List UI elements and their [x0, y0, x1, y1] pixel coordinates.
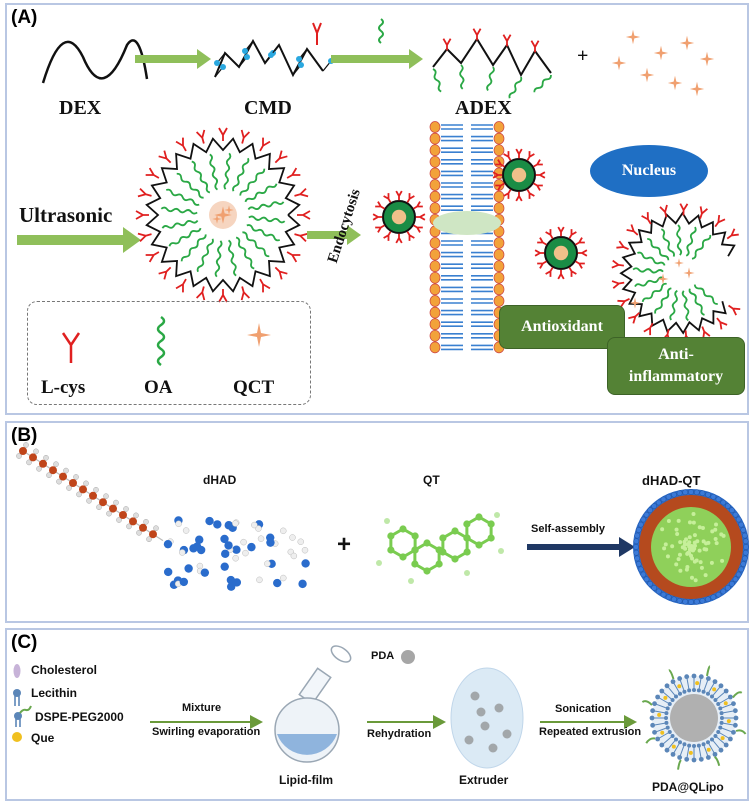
lipid-film-flask [274, 645, 352, 763]
legend-cholesterol: Cholesterol [31, 663, 98, 677]
rehydration-label: Rehydration [367, 728, 432, 740]
anti-inflammatory-line2: inflammatory [628, 368, 724, 385]
pda-icon [401, 650, 415, 664]
qt-molecule [376, 512, 504, 584]
antioxidant-box: Antioxidant [499, 305, 625, 349]
broken-micelle [611, 203, 741, 343]
panel-a: (A) DEX CMD ADEX + Ultrason [5, 3, 749, 415]
cmd-label: CMD [244, 97, 292, 119]
repeated-extrusion-label: Repeated extrusion [539, 726, 642, 738]
anti-inflammatory-box: Anti- inflammatory [607, 337, 745, 395]
panel-c-drawing [12, 645, 747, 770]
panel-b-label: (B) [11, 425, 38, 446]
qct-stars [611, 29, 715, 97]
dspe-peg-icon [14, 705, 32, 727]
mixture-label: Mixture [182, 702, 222, 714]
plus-sign-b: + [337, 531, 352, 558]
que-icon [12, 732, 22, 742]
arrow-dex-cmd [135, 49, 211, 69]
lecithin-icon [13, 689, 21, 706]
qt-label: QT [423, 473, 440, 487]
plus-sign: + [577, 45, 589, 67]
legend-oa-icon [156, 315, 166, 367]
dex-label: DEX [59, 97, 102, 119]
cys-icon-floating [312, 22, 322, 45]
self-assembly-arrow [527, 537, 635, 557]
panel-b: (B) dHAD QT dHAD-QT + Self-assembly [5, 421, 749, 623]
dhad-qt-label: dHAD-QT [642, 473, 701, 488]
oa-icon-floating [378, 18, 384, 44]
ultrasonic-label: Ultrasonic [19, 203, 113, 227]
arrow-mixture [150, 715, 263, 729]
arrow-sonication [540, 715, 637, 729]
extruder-label: Extruder [459, 773, 509, 787]
arrow-to-membrane [307, 225, 361, 245]
pda-label: PDA [371, 650, 395, 662]
anti-inflammatory-line1: Anti- [658, 346, 694, 363]
arrow-rehydration [367, 715, 446, 729]
big-micelle [135, 127, 311, 303]
arrow-ultrasonic [17, 227, 141, 253]
legend-qct-icon [247, 323, 271, 347]
pda-qlipo-liposome [641, 665, 747, 770]
swirling-evaporation-label: Swirling evaporation [152, 726, 261, 738]
arrow-cmd-adex [331, 49, 423, 69]
panel-a-label: (A) [11, 7, 38, 28]
legend-cys-icon [61, 332, 81, 363]
self-assembly-label: Self-assembly [531, 523, 605, 535]
cell-membrane [429, 121, 505, 354]
small-micelles [372, 148, 588, 280]
product-label: PDA@QLipo [652, 780, 724, 794]
lipid-film-label: Lipid-film [279, 773, 333, 787]
legend-lcys-label: L-cys [41, 377, 86, 398]
antioxidant-label: Antioxidant [521, 318, 603, 335]
nucleus-label: Nucleus [621, 162, 677, 179]
legend-qct-label: QCT [233, 377, 275, 398]
dex-wave [41, 39, 149, 84]
dhad-molecule [16, 442, 310, 591]
cholesterol-icon [13, 664, 21, 678]
legend-oa-label: OA [144, 377, 173, 398]
legend-box [27, 301, 311, 405]
cmd-polymer [214, 38, 334, 78]
dhad-label: dHAD [203, 473, 237, 487]
adex-label: ADEX [455, 97, 512, 119]
legend-dspe-peg2000: DSPE-PEG2000 [35, 710, 124, 724]
adex-polymer [432, 28, 552, 99]
nucleus: Nucleus [590, 145, 708, 197]
legend-que: Que [31, 731, 55, 745]
dhad-qt-nanoparticle [633, 489, 749, 605]
panel-c: (C) Cholesterol Lecithin DSPE-PEG2000 Qu… [5, 628, 749, 801]
extruder-vessel [450, 667, 524, 769]
panel-a-drawing [17, 18, 741, 367]
panel-b-drawing [16, 442, 749, 605]
legend-lecithin: Lecithin [31, 686, 78, 700]
panel-c-label: (C) [11, 632, 38, 653]
sonication-label: Sonication [555, 703, 612, 715]
